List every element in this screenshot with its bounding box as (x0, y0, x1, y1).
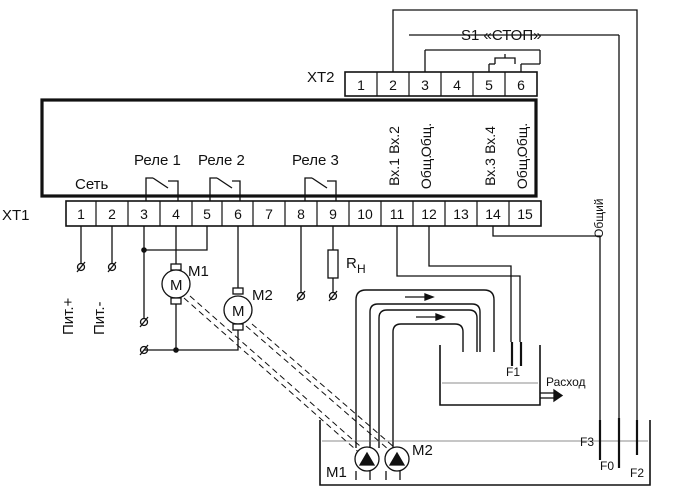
pump-m1 (354, 446, 380, 480)
flow-arrows (405, 293, 446, 321)
load-terminal-marks (296, 290, 338, 302)
xt1-terminal-10: 10 (357, 206, 373, 222)
input-label-common-top-1: Общ. (418, 123, 434, 157)
common-label: Общий (592, 199, 606, 239)
motor-terminal-marks (139, 316, 149, 356)
xt1-terminal-3: 3 (140, 206, 148, 222)
xt2-dividers (376, 72, 506, 96)
load-resistor (327, 249, 339, 279)
sensor-f1 (510, 342, 523, 366)
xt2-label: XT2 (307, 69, 335, 86)
net-label: Сеть (75, 176, 109, 193)
xt1-terminal-1: 1 (77, 206, 85, 222)
motor-m2-label: M2 (252, 287, 273, 304)
motor-m1 (161, 263, 191, 305)
power-minus-label: Пит.- (91, 301, 108, 335)
relay-3-label: Реле 3 (292, 152, 339, 169)
xt2-terminal-2: 2 (389, 77, 397, 93)
xt2-terminal-4: 4 (453, 77, 461, 93)
resistor-label-main: R (346, 255, 357, 272)
xt1-label: XT1 (2, 207, 30, 224)
power-plus-label: Пит.+ (60, 297, 77, 335)
xt2-terminal-6: 6 (517, 77, 525, 93)
relay-1-label: Реле 1 (134, 152, 181, 169)
relay-3-contact (304, 177, 337, 201)
relay-2-contact (209, 177, 241, 201)
load-wiring (300, 226, 334, 292)
xt1-terminal-5: 5 (203, 206, 211, 222)
device-housing (40, 98, 538, 198)
xt1-terminal-15: 15 (517, 206, 533, 222)
input-label-vx1: Вх.1 (386, 158, 402, 186)
junction-dot (141, 247, 147, 253)
xt2-terminal-1: 1 (357, 77, 365, 93)
tank-label: Расход (546, 375, 586, 389)
sensor-f0-label: F0 (600, 459, 614, 473)
sensor-f2-label: F2 (630, 466, 644, 480)
input-label-common-top-2: Общ. (514, 123, 530, 157)
motor-wiring (143, 226, 239, 351)
pump-m2-label: M2 (412, 442, 433, 459)
pump-m2 (384, 446, 410, 480)
xt1-terminal-8: 8 (297, 206, 305, 222)
resistor-label-sub: Н (357, 262, 366, 276)
xt1-terminal-14: 14 (485, 206, 501, 222)
power-terminal-marks (76, 261, 117, 273)
sensor-f1-label: F1 (506, 365, 520, 379)
main-tank (319, 420, 651, 486)
xt1-terminal-12: 12 (421, 206, 437, 222)
xt1-dividers (95, 201, 510, 226)
input-label-common-bottom-2: Общ. (514, 155, 530, 189)
water-pipes (355, 289, 495, 448)
relay-1-contact (145, 177, 179, 201)
junction-dot (173, 347, 179, 353)
power-wires (80, 226, 113, 263)
xt1-terminal-6: 6 (234, 206, 242, 222)
relay-2-label: Реле 2 (198, 152, 245, 169)
xt1-terminal-11: 11 (390, 206, 405, 222)
xt1-terminal-4: 4 (172, 206, 180, 222)
xt1-terminal-7: 7 (265, 206, 273, 222)
xt2-terminal-5: 5 (485, 77, 493, 93)
motor-m2 (223, 287, 253, 331)
stop-switch (424, 49, 541, 72)
input-label-common-bottom-1: Общ. (418, 155, 434, 189)
xt1-terminal-2: 2 (108, 206, 116, 222)
xt1-block (65, 200, 542, 227)
pump-m1-label: M1 (326, 464, 347, 481)
xt2-sensor-wires (392, 9, 638, 455)
motor-m2-glyph: M (232, 303, 245, 320)
xt1-terminal-13: 13 (453, 206, 469, 222)
motor-shaft-links (183, 295, 403, 457)
xt2-terminal-3: 3 (421, 77, 429, 93)
input-wiring (396, 226, 601, 420)
sensor-f3-label: F3 (580, 435, 594, 449)
motor-m1-label: M1 (188, 263, 209, 280)
consumption-tank (439, 345, 541, 406)
drain-outlet (540, 388, 564, 403)
input-label-vx3: Вх.3 (482, 158, 498, 186)
input-label-vx4: Вх.4 (482, 126, 498, 154)
motor-m1-glyph: M (170, 277, 183, 294)
input-label-vx2: Вх.2 (386, 126, 402, 154)
xt1-terminal-9: 9 (329, 206, 337, 222)
